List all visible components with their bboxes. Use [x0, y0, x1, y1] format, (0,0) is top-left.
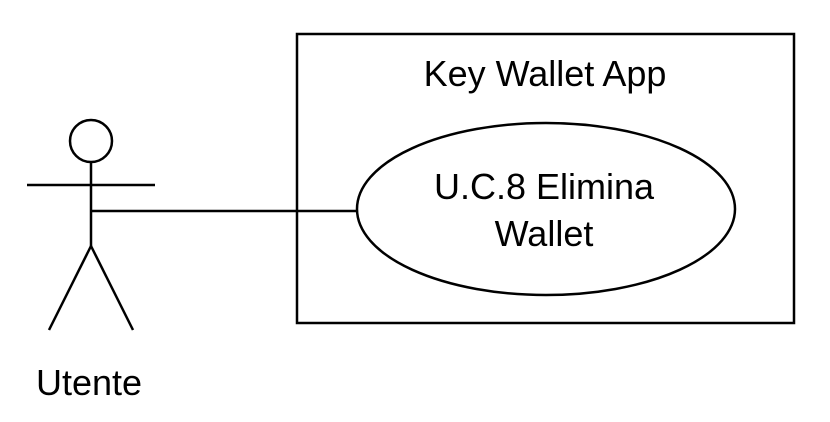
actor-utente: Utente	[27, 118, 155, 403]
use-case-label-line2: Wallet	[495, 213, 594, 254]
use-case-elimina-wallet: U.C.8 Elimina Wallet	[355, 121, 737, 297]
actor-right-leg	[89, 245, 135, 331]
actor-left-leg	[47, 245, 93, 331]
actor-name: Utente	[36, 362, 142, 403]
system-boundary-box	[295, 32, 796, 325]
system-boundary: Key Wallet App	[295, 32, 796, 325]
actor-head	[68, 118, 114, 164]
use-case-label-line1: U.C.8 Elimina	[434, 166, 655, 207]
use-case-ellipse	[355, 121, 737, 297]
system-title: Key Wallet App	[424, 53, 667, 94]
